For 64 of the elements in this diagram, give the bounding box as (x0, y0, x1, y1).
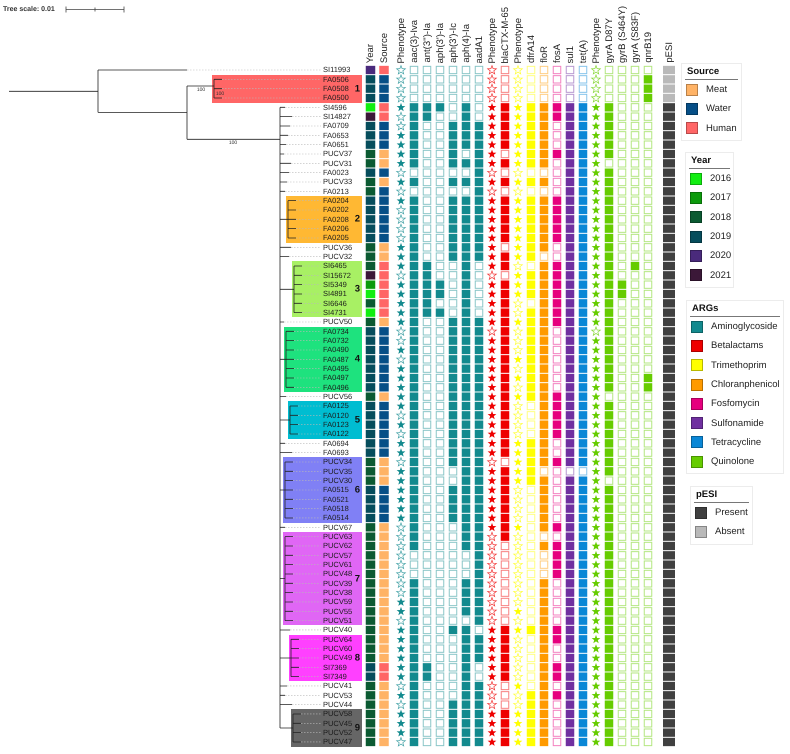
clade-number: 6 (354, 484, 360, 496)
legend-label: Tetracycline (711, 436, 762, 448)
clade-number: 1 (354, 83, 360, 94)
column-header: Phenotype (512, 18, 524, 63)
column-header: aph(3')-Ia (434, 22, 446, 63)
clade-number: 5 (354, 414, 360, 426)
column-header: gyrA D87Y (604, 18, 614, 63)
clade-highlight (291, 709, 362, 747)
legend-title: Source (685, 66, 738, 80)
legend-label: Quinolone (711, 456, 754, 468)
column-header: Source (378, 32, 390, 63)
column-header: Phenotype (590, 18, 602, 63)
column-header: tet(A) (578, 40, 588, 63)
legend-title: ARGs (690, 303, 780, 317)
clade-number: 2 (354, 214, 360, 225)
column-header: fosA (552, 44, 562, 63)
column-header: pESI (664, 42, 674, 63)
legend-label: Chloranphenicol (711, 379, 780, 390)
clade-highlight (289, 634, 362, 682)
clade-number: 4 (354, 354, 360, 365)
legend-label: Present (715, 507, 748, 518)
legend-label: Human (706, 122, 737, 134)
column-header: qnrB19 (642, 32, 654, 63)
column-header: dfrA14 (526, 35, 536, 63)
clade-highlight (286, 196, 362, 243)
legend-label: Betalactams (711, 340, 764, 352)
column-header: blaCTX-M-65 (500, 6, 510, 63)
column-header: aph(4)-Ia (460, 24, 472, 63)
legend-label: Fosfomycin (711, 398, 760, 410)
legend-label: Absent (715, 526, 745, 538)
legend-label: Water (706, 103, 731, 114)
column-header: Year (365, 44, 376, 63)
clade-number: 8 (354, 652, 360, 664)
legend-title: pESI (694, 489, 749, 503)
legend-label: Trimethoprim (711, 360, 767, 371)
clade-highlight (288, 401, 362, 439)
column-header: aac(3)-Iva (408, 20, 420, 63)
legend-title: Year (689, 155, 730, 169)
legend-label: Sulfonamide (711, 418, 764, 429)
legend-label: 2017 (710, 192, 732, 204)
column-header: Phenotype (486, 18, 498, 63)
column-header: gyrB (S464Y) (616, 6, 628, 63)
legend-label: 2021 (710, 270, 732, 281)
legend-label: 2016 (710, 173, 732, 184)
legend-label: 2019 (710, 231, 732, 242)
legend-label: 2018 (710, 212, 732, 223)
clade-number: 3 (354, 284, 360, 295)
legend-label: Meat (706, 84, 728, 96)
column-header: gyrA (S83F) (630, 12, 640, 63)
legend-label: 2020 (710, 250, 732, 262)
clade-number: 7 (354, 573, 360, 584)
column-header: ant(3'')-Ia (422, 23, 432, 63)
clade-number: 9 (354, 722, 360, 734)
column-header: Phenotype (396, 18, 406, 63)
legend-label: Aminoglycoside (711, 321, 778, 332)
column-header: sul1 (564, 46, 576, 63)
column-header: floR (538, 46, 550, 63)
clade-highlight (284, 326, 362, 392)
column-header: aph(3')-Ic (448, 23, 458, 63)
clade-highlight (292, 261, 362, 318)
column-header: aadA1 (474, 36, 484, 63)
clade-highlight (212, 74, 362, 103)
clade-highlight (283, 532, 362, 626)
clade-highlight (283, 457, 362, 523)
